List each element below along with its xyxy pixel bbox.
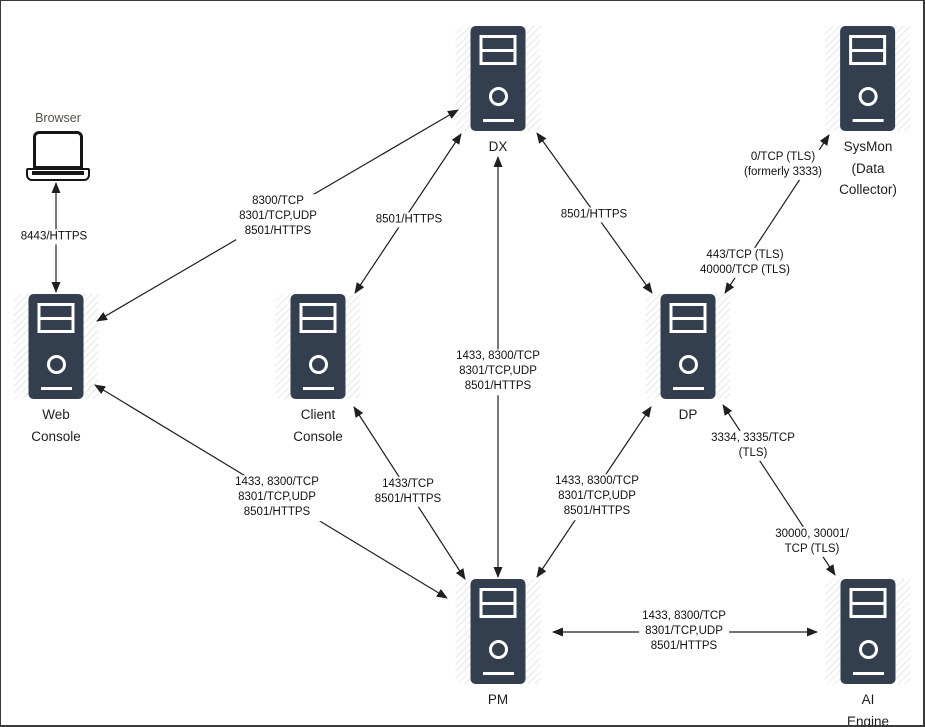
node-web-console: Web Console [13,294,99,447]
edge-label-dp-ai-engine: 3334, 3335/TCP (TLS) [708,430,798,462]
edge-label-dp-dx: 8501/HTTPS [557,207,631,223]
laptop-keyboard [32,171,84,175]
edge-label-dp-pm: 1433, 8300/TCP 8301/TCP,UDP 8501/HTTPS [552,474,642,520]
edge-label-web-console-pm: 1433, 8300/TCP 8301/TCP,UDP 8501/HTTPS [232,475,322,521]
server-icon [455,26,541,131]
node-label: DX [488,139,508,154]
server-icon [645,294,731,399]
edge-label-dp-sysmon-2: 443/TCP (TLS) 40000/TCP (TLS) [697,247,793,279]
node-browser: Browser [26,108,90,181]
node-dx: DX [455,26,541,158]
node-label: Client Console [293,407,343,444]
edge-label-dp-sysmon: 0/TCP (TLS) (formerly 3333) [741,149,825,181]
node-label: DP [678,407,698,422]
server-icon [275,294,361,399]
edge-label-dp-ai-engine-2: 30000, 30001/ TCP (TLS) [772,526,852,558]
edge-label-client-console-dx: 8501/HTTPS [372,212,446,228]
node-dp: DP [645,294,731,426]
edge-label-pm-ai-engine: 1433, 8300/TCP 8301/TCP,UDP 8501/HTTPS [639,609,729,655]
node-label: SysMon (Data Collector) [839,139,897,198]
edge-label-client-console-pm: 1433/TCP 8501/HTTPS [371,476,445,508]
node-label: Web Console [31,407,81,444]
server-icon [825,579,911,684]
laptop-screen [33,131,83,169]
edge-label-web-console-dx: 8300/TCP 8301/TCP,UDP 8501/HTTPS [236,194,320,240]
server-icon [455,579,541,684]
node-label: PM [487,692,509,707]
laptop-base [26,168,90,181]
edge-label-pm-dx: 1433, 8300/TCP 8301/TCP,UDP 8501/HTTPS [453,349,543,395]
node-ai-engine: AI Engine [825,579,911,727]
server-icon [13,294,99,399]
node-label: Browser [35,111,81,125]
node-sysmon: SysMon (Data Collector) [825,26,911,201]
node-client-console: Client Console [275,294,361,447]
node-pm: PM [455,579,541,711]
edge-label-browser-web-console: 8443/HTTPS [17,229,91,245]
node-label: AI Engine [846,692,890,727]
server-icon [825,26,911,131]
laptop-icon [26,131,90,181]
